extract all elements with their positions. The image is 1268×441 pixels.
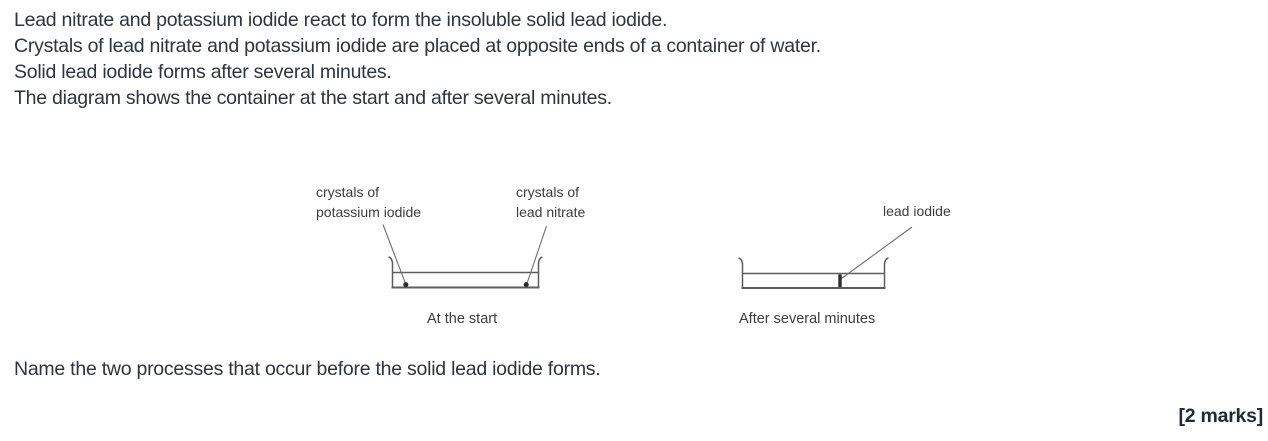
label-crystals-potassium-iodide-line1: crystals of [316,184,380,200]
intro-line-1: Lead nitrate and potassium iodide react … [14,9,668,31]
container-after-right-lip [883,257,889,265]
label-crystals-potassium-iodide: crystals of potassium iodide [316,182,421,222]
intro-line-2: Crystals of lead nitrate and potassium i… [14,35,821,57]
leader-line-lead-iodide [841,226,913,279]
leader-lines-start [382,224,548,284]
intro-line-3: Solid lead iodide forms after several mi… [14,61,392,83]
label-crystals-lead-nitrate-line2: lead nitrate [516,204,586,220]
container-after-left-lip [738,257,744,265]
label-lead-iodide: lead iodide [883,201,951,221]
caption-after-several-minutes: After several minutes [739,311,876,327]
marks-badge: [2 marks] [1178,405,1264,427]
intro-line-4: The diagram shows the container at the s… [14,87,612,109]
crystal-dot-potassium-iodide [403,282,409,288]
leader-line-lead-nitrate [526,225,548,284]
container-after-drawing [738,257,889,289]
question-text: Name the two processes that occur before… [14,358,601,380]
label-lead-iodide-text: lead iodide [883,203,951,219]
label-crystals-lead-nitrate-line1: crystals of [516,184,580,200]
crystal-dot-lead-nitrate [523,282,529,288]
container-start-drawing [388,256,543,289]
label-crystals-lead-nitrate: crystals of lead nitrate [516,182,585,222]
container-start-right-lip [537,256,543,264]
container-start-left-lip [388,256,394,264]
intro-text: Lead nitrate and potassium iodide react … [14,7,821,111]
leader-line-potassium-iodide [382,224,407,284]
label-crystals-potassium-iodide-line2: potassium iodide [316,204,422,220]
caption-at-the-start: At the start [427,311,498,327]
